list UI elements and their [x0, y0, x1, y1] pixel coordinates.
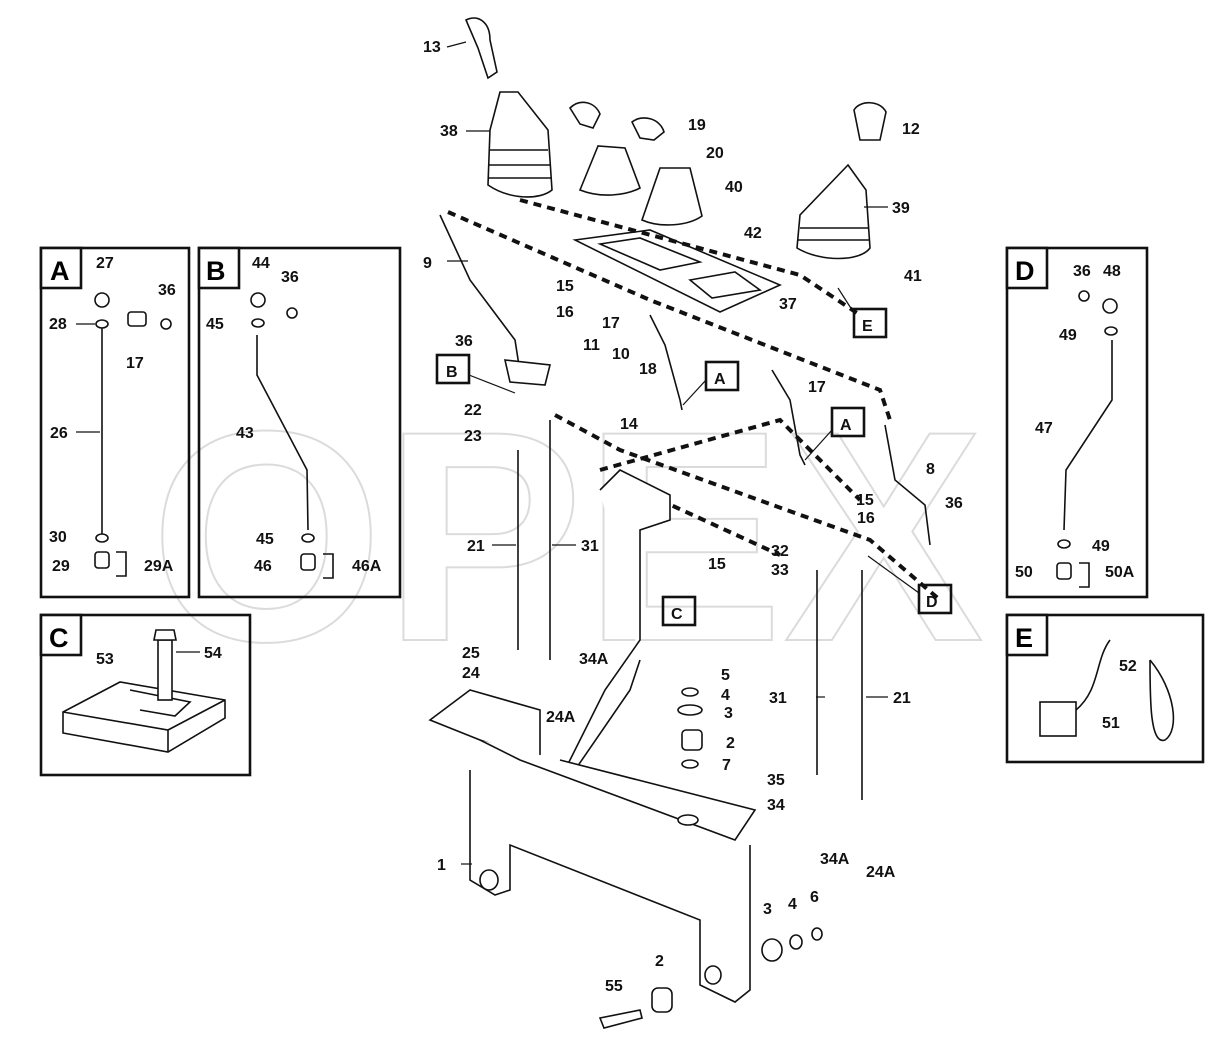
label-22: 22 — [464, 402, 482, 419]
panel-d-title: D — [1015, 256, 1035, 286]
label-32: 32 — [771, 543, 789, 560]
label-8: 8 — [926, 461, 935, 478]
label-19: 19 — [688, 117, 706, 134]
label-42: 42 — [744, 225, 762, 242]
label-17b: 17 — [808, 379, 826, 396]
label-24: 24 — [462, 665, 480, 682]
label-29: 29 — [52, 558, 70, 575]
main-assembly: A B C D E A 13 38 19 20 40 12 39 42 41 9… — [423, 17, 963, 1029]
label-29a: 29A — [144, 558, 174, 575]
label-17: 17 — [126, 355, 144, 372]
label-21: 21 — [467, 538, 485, 555]
label-10: 10 — [612, 346, 630, 363]
panel-d: D 36 48 49 47 49 50 50A — [1005, 246, 1149, 599]
panel-b-title: B — [206, 256, 226, 286]
label-36b: 36 — [281, 269, 299, 286]
label-17a: 17 — [602, 315, 620, 332]
label-14: 14 — [620, 416, 638, 433]
label-45: 45 — [206, 316, 224, 333]
label-2: 2 — [726, 735, 735, 752]
label-16b: 16 — [857, 510, 875, 527]
label-39: 39 — [892, 200, 910, 217]
label-12: 12 — [902, 121, 920, 138]
label-54: 54 — [204, 645, 222, 662]
label-36d: 36 — [1073, 263, 1091, 280]
label-2b: 2 — [655, 953, 664, 970]
label-30: 30 — [49, 529, 67, 546]
label-16: 16 — [556, 304, 574, 321]
label-52: 52 — [1119, 658, 1137, 675]
callout-a1: A — [714, 371, 726, 388]
callout-b: B — [446, 364, 458, 381]
label-46a: 46A — [352, 558, 382, 575]
label-34a-b: 34A — [820, 851, 850, 868]
label-35: 35 — [767, 772, 785, 789]
label-15b: 15 — [856, 492, 874, 509]
panel-b: B 44 36 45 43 45 46 46A — [197, 246, 402, 599]
label-49b: 49 — [1092, 538, 1110, 555]
label-36: 36 — [158, 282, 176, 299]
label-33: 33 — [771, 562, 789, 579]
label-11: 11 — [583, 337, 600, 354]
label-28: 28 — [49, 316, 67, 333]
label-3: 3 — [724, 705, 733, 722]
label-48: 48 — [1103, 263, 1121, 280]
label-4: 4 — [721, 687, 730, 704]
label-36m: 36 — [455, 333, 473, 350]
label-20: 20 — [706, 145, 724, 162]
label-36r: 36 — [945, 495, 963, 512]
label-21b: 21 — [893, 690, 911, 707]
label-43: 43 — [236, 425, 254, 442]
label-38: 38 — [440, 123, 458, 140]
callout-c: C — [671, 606, 683, 623]
label-7: 7 — [722, 757, 731, 774]
panel-c-title: C — [49, 623, 69, 653]
label-46: 46 — [254, 558, 272, 575]
panel-e: E 52 51 — [1005, 613, 1205, 764]
label-24a: 24A — [546, 709, 576, 726]
label-25: 25 — [462, 645, 480, 662]
label-41: 41 — [904, 268, 922, 285]
label-34a: 34A — [579, 651, 609, 668]
label-51: 51 — [1102, 715, 1120, 732]
label-45b: 45 — [256, 531, 274, 548]
panel-a-title: A — [50, 256, 70, 286]
label-24a-b: 24A — [866, 864, 896, 881]
label-40: 40 — [725, 179, 743, 196]
label-53: 53 — [96, 651, 114, 668]
label-50: 50 — [1015, 564, 1033, 581]
label-55: 55 — [605, 978, 623, 995]
label-49: 49 — [1059, 327, 1077, 344]
panel-a: A 27 36 28 17 26 30 29 29A — [39, 246, 191, 599]
label-18: 18 — [639, 361, 657, 378]
label-44: 44 — [252, 255, 270, 272]
panel-c: C 53 54 — [39, 613, 252, 777]
label-15c: 15 — [708, 556, 726, 573]
callout-e: E — [862, 318, 873, 335]
panel-e-title: E — [1015, 623, 1033, 653]
label-50a: 50A — [1105, 564, 1135, 581]
label-1: 1 — [437, 857, 446, 874]
label-23: 23 — [464, 428, 482, 445]
label-13: 13 — [423, 39, 441, 56]
label-6: 6 — [810, 889, 819, 906]
label-26: 26 — [50, 425, 68, 442]
label-34: 34 — [767, 797, 785, 814]
label-47: 47 — [1035, 420, 1053, 437]
label-4b: 4 — [788, 896, 797, 913]
label-5: 5 — [721, 667, 730, 684]
label-15: 15 — [556, 278, 574, 295]
label-31: 31 — [581, 538, 599, 555]
label-31b: 31 — [769, 690, 787, 707]
callout-a2: A — [840, 417, 852, 434]
callout-d: D — [926, 594, 938, 611]
label-3b: 3 — [763, 901, 772, 918]
label-37: 37 — [779, 296, 797, 313]
label-9: 9 — [423, 255, 432, 272]
label-27: 27 — [96, 255, 114, 272]
